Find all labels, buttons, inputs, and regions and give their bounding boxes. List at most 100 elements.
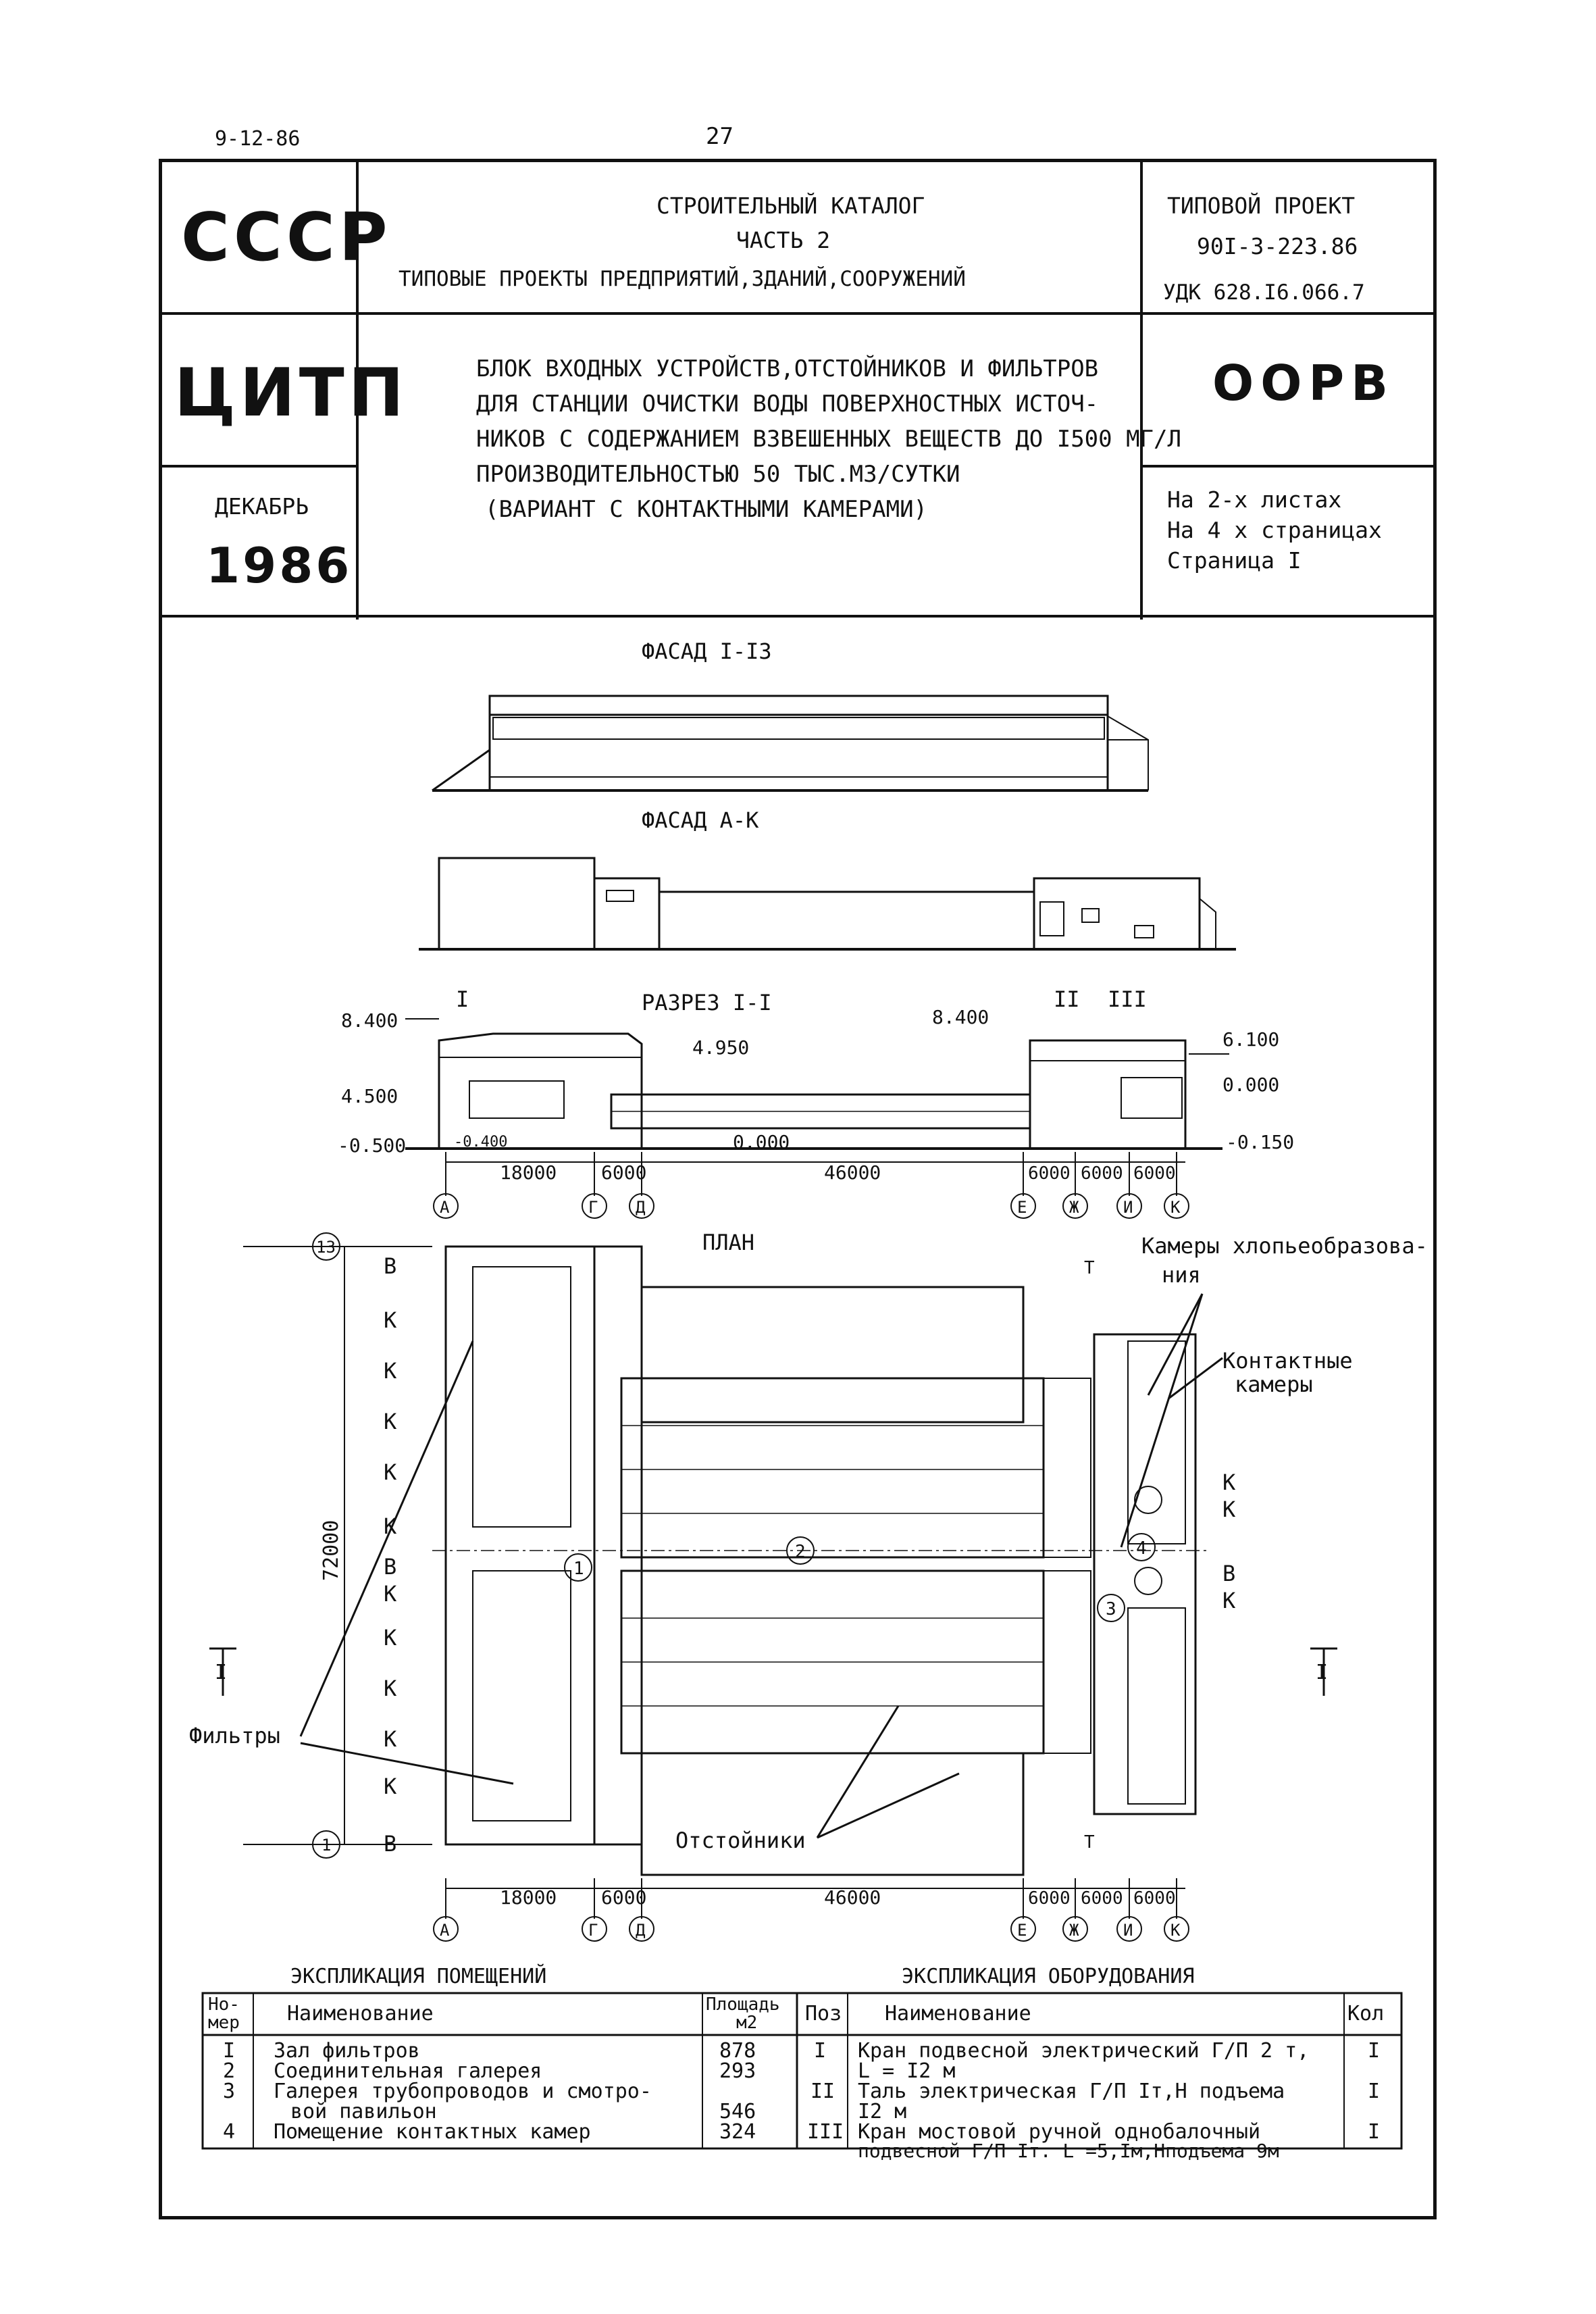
header-divider-bottom <box>160 615 1435 618</box>
room-row-1-area: 878 <box>719 2039 756 2063</box>
tables-grid <box>201 1992 1403 2150</box>
room-row-4-area: 324 <box>719 2120 756 2144</box>
plan-mark-left-2: К <box>384 1307 397 1333</box>
label-flocculation-chambers-2: ния <box>1162 1262 1201 1288</box>
plan-mark-left-13: В <box>384 1831 396 1857</box>
plan-mark-left-10: К <box>384 1676 397 1701</box>
udk-code: УДК 628.I6.066.7 <box>1163 280 1365 305</box>
plan-drawing <box>209 1232 1337 1876</box>
catalog-line3: ТИПОВЫЕ ПРОЕКТЫ ПРЕДПРИЯТИЙ,ЗДАНИЙ,СООРУ… <box>398 267 966 291</box>
section-drawing <box>405 1018 1229 1150</box>
section-title: РАЗРЕЗ I-I <box>642 990 772 1015</box>
rooms-col-num-1: Но- <box>208 1994 240 2015</box>
equipment-col-qty: Кол <box>1347 2002 1384 2026</box>
header-divider-row1 <box>160 312 1435 315</box>
section-axis-k: К <box>1170 1198 1181 1217</box>
equipment-row-2-pos: II <box>810 2080 835 2103</box>
plan-mark-left-3: К <box>384 1358 397 1384</box>
elev-4500: 4.500 <box>341 1085 398 1107</box>
label-contact-chambers: Контактные <box>1222 1348 1353 1374</box>
project-title-line5: (ВАРИАНТ С КОНТАКТНЫМИ КАМЕРАМИ) <box>485 496 928 523</box>
plan-mark-left-7: В <box>384 1554 396 1580</box>
room-row-3-num: 3 <box>223 2080 235 2103</box>
plan-axis-13: 13 <box>316 1238 336 1257</box>
org-ussr: СССР <box>181 199 392 276</box>
room-row-1-name: Зал фильтров <box>274 2039 420 2063</box>
series-code: ООРВ <box>1212 355 1395 411</box>
plan-dim-6000-d: 6000 <box>1133 1888 1176 1909</box>
plan-dimensions <box>433 1878 1189 1942</box>
room-row-3-name: Галерея трубопроводов и смотро- <box>274 2080 652 2103</box>
org-citp: ЦИТП <box>174 355 408 432</box>
plan-mark-left-8: К <box>384 1581 397 1607</box>
project-title-line1: БЛОК ВХОДНЫХ УСТРОЙСТВ,ОТСТОЙНИКОВ И ФИЛ… <box>476 355 1099 382</box>
project-title-line4: ПРОИЗВОДИТЕЛЬНОСТЬЮ 50 ТЫС.М3/СУТКИ <box>476 461 960 488</box>
facade-2-title: ФАСАД А-К <box>642 807 759 833</box>
facade-a-k-drawing <box>419 857 1236 951</box>
section-dim-18000: 18000 <box>500 1161 557 1184</box>
issue-month: ДЕКАБРЬ <box>215 493 309 520</box>
section-dim-6000-c: 6000 <box>1081 1163 1123 1184</box>
rooms-col-area-2: м2 <box>736 2013 757 2033</box>
rooms-col-area-1: Площадь <box>706 1994 780 2015</box>
plan-axis-g: Г <box>588 1921 598 1940</box>
equipment-row-3-name-2: подвесной Г/П Iт. L =5,Iм,Нподъема 9м <box>858 2140 1279 2162</box>
plan-mark-left-4: К <box>384 1409 397 1434</box>
elev-8400-left: 8.400 <box>341 1009 398 1032</box>
equipment-table-title: ЭКСПЛИКАЦИЯ ОБОРУДОВАНИЯ <box>902 1965 1194 1988</box>
header-divider-left <box>356 160 359 620</box>
header-divider-left-row2 <box>160 465 357 468</box>
section-axis-i: И <box>1123 1198 1133 1217</box>
room-row-1-num: I <box>223 2039 235 2063</box>
rooms-col-num-2: мер <box>208 2013 240 2033</box>
elev-minus-0500: -0.500 <box>338 1134 406 1157</box>
plan-dim-6000-b: 6000 <box>1028 1888 1071 1909</box>
room-mark-3: 3 <box>1106 1599 1116 1619</box>
equipment-row-2-name-2: I2 м <box>858 2100 906 2123</box>
cut-mark-left: I <box>215 1661 227 1684</box>
section-axis-e: Е <box>1017 1198 1027 1217</box>
sheet-date: 9-12-86 <box>215 127 301 151</box>
header-divider-right <box>1140 160 1143 620</box>
equipment-row-3-pos: III <box>807 2120 844 2144</box>
plan-dim-6000-c: 6000 <box>1081 1888 1123 1909</box>
rooms-table-title: ЭКСПЛИКАЦИЯ ПОМЕЩЕНИЙ <box>290 1964 546 1988</box>
equipment-row-2-qty: I <box>1368 2080 1380 2103</box>
room-row-4-name: Помещение контактных камер <box>274 2120 591 2144</box>
room-mark-2: 2 <box>795 1542 806 1562</box>
plan-axis-k: К <box>1170 1921 1181 1940</box>
catalog-line1: СТРОИТЕЛЬНЫЙ КАТАЛОГ <box>657 193 925 219</box>
sheets-count: На 2-х листах <box>1167 486 1342 513</box>
plan-mark-right-1: К <box>1222 1469 1236 1495</box>
plan-dim-18000: 18000 <box>500 1886 557 1909</box>
room-row-2-num: 2 <box>223 2059 235 2083</box>
equipment-col-pos: Поз <box>805 2002 842 2026</box>
label-settlers: Отстойники <box>675 1828 806 1853</box>
plan-dim-46000: 46000 <box>824 1886 881 1909</box>
rooms-col-name: Наименование <box>287 2002 434 2026</box>
plan-title: ПЛАН <box>702 1230 754 1255</box>
plan-axis-a: А <box>440 1921 450 1940</box>
equipment-row-1-name: Кран подвесной электрический Г/П 2 т, <box>858 2039 1309 2063</box>
room-row-2-area: 293 <box>719 2059 756 2083</box>
equipment-row-1-name-2: L = I2 м <box>858 2059 956 2083</box>
room-row-2-name: Соединительная галерея <box>274 2059 542 2083</box>
plan-mark-left-1: В <box>384 1253 396 1279</box>
section-dim-6000-a: 6000 <box>601 1161 646 1184</box>
equipment-row-3-name: Кран мостовой ручной однобалочный <box>858 2120 1260 2144</box>
section-axis-zh: Ж <box>1069 1198 1079 1217</box>
page-label: Страница I <box>1167 547 1302 574</box>
section-mark-1: I <box>456 986 469 1012</box>
equipment-row-1-qty: I <box>1368 2039 1380 2063</box>
plan-mark-right-3: В <box>1222 1561 1235 1586</box>
elev-minus-0150: -0.150 <box>1226 1131 1294 1153</box>
elev-8400-right: 8.400 <box>932 1006 989 1028</box>
plan-mark-left-11: К <box>384 1726 397 1752</box>
equipment-row-3-qty: I <box>1368 2120 1380 2144</box>
section-axis-d: Д <box>636 1198 646 1217</box>
section-dim-6000-d: 6000 <box>1133 1163 1176 1184</box>
section-axis-g: Г <box>588 1198 598 1217</box>
header-divider-right-row2 <box>1141 465 1435 468</box>
section-mark-2: II <box>1054 986 1080 1012</box>
